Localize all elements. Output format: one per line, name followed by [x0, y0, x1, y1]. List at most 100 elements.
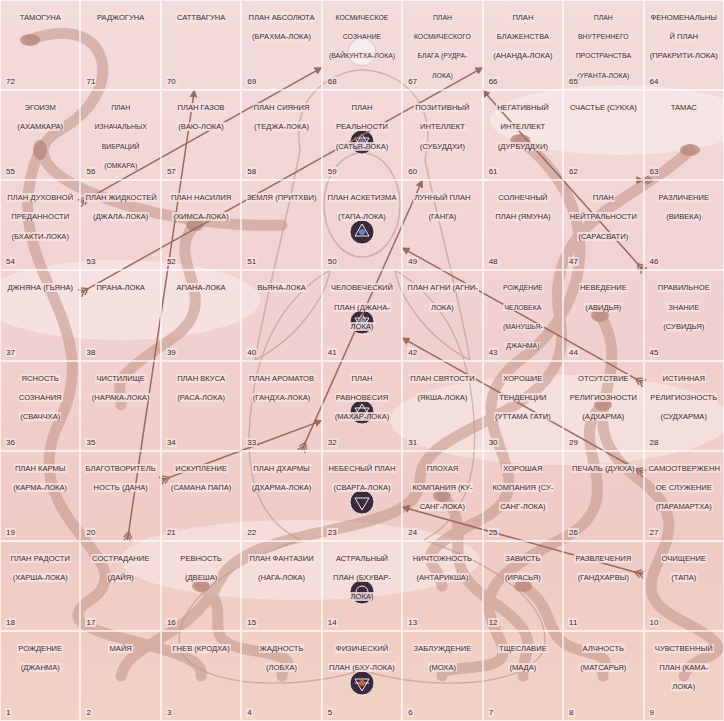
- board-cell: ПЛАН ДУХОВНОЙ ПРЕДАННОСТИ (БХАКТИ-ЛОКА)5…: [0, 180, 80, 270]
- board-cell: ПЛОХАЯ КОМПАНИЯ (КУ-САНГ-ЛОКА) 24: [402, 451, 482, 541]
- board-cell: ИСКУПЛЕНИЕ (САМАНА ПАПА)21: [161, 451, 241, 541]
- cell-label-wrap: РОЖДЕНИЕ (ДЖАНМА): [4, 636, 76, 674]
- cell-label-wrap: ЭГОИЗМ (АХАМКАРА): [4, 95, 76, 133]
- board-cell: АЛЧНОСТЬ (МАТСАРЬЯ)8: [563, 631, 643, 721]
- board-cell: АПАНА-ЛОКА39: [161, 270, 241, 360]
- cell-number: 40: [246, 348, 257, 357]
- cell-name: ЯСНОСТЬ СОЗНАНИЯ (СВАЧЧХА): [18, 374, 63, 421]
- cell-name: ТЩЕСЛАВИЕ (МАДА): [498, 644, 548, 672]
- cell-name: АЛЧНОСТЬ (МАТСАРЬЯ): [579, 644, 627, 672]
- cell-label-wrap: ПЛАН КАРМЫ (КАРМА-ЛОКА): [4, 456, 76, 494]
- board-cell: ПРАВИЛЬНОЕ ЗНАНИЕ (СУВИДЬЯ)45: [644, 270, 724, 360]
- cell-name: ПЛАН АСКЕТИЗМА (ТАПА-ЛОКА): [326, 193, 397, 221]
- cell-number: 53: [85, 257, 96, 266]
- cell-number: 29: [568, 438, 579, 447]
- cell-name: ЧЕЛОВЕЧЕСКИЙ ПЛАН (ДЖАНА-ЛОКА): [330, 283, 394, 330]
- cell-name: ЛУННЫЙ ПЛАН (ГАНГА): [413, 193, 471, 221]
- cell-number: 68: [327, 77, 338, 86]
- cell-number: 49: [407, 257, 418, 266]
- cell-name: КОСМИЧЕСКОЕ СОЗНАНИЕ (ВАЙКУНТХА-ЛОКА): [328, 14, 396, 59]
- cell-name: ПЕЧАЛЬ (ДУКХА): [571, 464, 636, 473]
- board-cell: ПЕЧАЛЬ (ДУКХА)26: [563, 451, 643, 541]
- cell-number: 25: [488, 528, 499, 537]
- cell-name: СОЛНЕЧНЫЙ ПЛАН (ЯМУНА): [494, 193, 551, 221]
- cell-name: ПЛАН ВНУТРЕННЕГО ПРОСТРАНСТВА (УРАНТА-ЛО…: [575, 14, 632, 79]
- cell-number: 10: [649, 618, 660, 627]
- board-cell: ЯСНОСТЬ СОЗНАНИЯ (СВАЧЧХА) 36: [0, 361, 80, 451]
- cell-name: МАЙЯ: [108, 644, 132, 653]
- board-cell: ТАМОГУНА72: [0, 0, 80, 90]
- cell-number: 60: [407, 167, 418, 176]
- cell-number: 20: [85, 528, 96, 537]
- cell-name: ПЛАН АГНИ (АГНИ-ЛОКА): [406, 283, 479, 311]
- cell-number: 27: [649, 528, 660, 537]
- cell-number: 15: [246, 618, 257, 627]
- cell-name: ПЛАН ГАЗОВ (ВАЮ-ЛОКА): [177, 103, 226, 131]
- board-cell: ПЛАН ДХАРМЫ (ДХАРМА-ЛОКА)22: [241, 451, 321, 541]
- cell-label-wrap: ФИЗИЧЕСКИЙ ПЛАН (БХУ-ЛОКА): [326, 636, 398, 674]
- cell-number: 38: [85, 348, 96, 357]
- board-cell: СОСТРАДАНИЕ (ДАЙЯ)17: [80, 541, 160, 631]
- cell-number: 31: [407, 438, 418, 447]
- cell-label-wrap: ПЛАН АРОМАТОВ (ГАНДХА-ЛОКА): [245, 366, 317, 404]
- board-cell: ЗАВИСТЬ (ИРАСЬЯ)12: [483, 541, 563, 631]
- board-cell: ПЛАН НАСИЛИЯ (ХИМСА-ЛОКА)52: [161, 180, 241, 270]
- board-cell: САТТВАГУНА70: [161, 0, 241, 90]
- cell-label-wrap: ЛУННЫЙ ПЛАН (ГАНГА): [406, 185, 478, 223]
- board-cell: ПЛАН ВНУТРЕННЕГО ПРОСТРАНСТВА (УРАНТА-ЛО…: [563, 0, 643, 90]
- cell-name: САМООТВЕРЖЕННОЕ СЛУЖЕНИЕ (ПАРАМАРТХА): [648, 464, 721, 511]
- cell-number: 51: [246, 257, 257, 266]
- board-cell: ФИЗИЧЕСКИЙ ПЛАН (БХУ-ЛОКА)5: [322, 631, 402, 721]
- cell-label-wrap: НЕГАТИВНЫЙ ИНТЕЛЛЕКТ (ДУРБУДДХИ): [487, 95, 559, 153]
- cell-number: 65: [568, 77, 579, 86]
- board-cell: ПЛАН АГНИ (АГНИ-ЛОКА)42: [402, 270, 482, 360]
- cell-label-wrap: ПРАНА-ЛОКА: [84, 275, 156, 294]
- board-cell: ПЛАН АБСОЛЮТА (БРАХМА-ЛОКА)69: [241, 0, 321, 90]
- cell-name: ПЛОХАЯ КОМПАНИЯ (КУ-САНГ-ЛОКА): [411, 464, 473, 511]
- board-cell: ЖАДНОСТЬ (ЛОБХА)4: [241, 631, 321, 721]
- board-cell: АСТРАЛЬНЫЙ ПЛАН (БХУВАР-ЛОКА)14: [322, 541, 402, 631]
- board-cell: ХОРОШАЯ КОМПАНИЯ (СУ-САНГ-ЛОКА)25: [483, 451, 563, 541]
- cell-number: 44: [568, 348, 579, 357]
- cell-label-wrap: ПЛАН НАСИЛИЯ (ХИМСА-ЛОКА): [165, 185, 237, 223]
- snake-body: [121, 150, 690, 676]
- board-cell: ПОЗИТИВНЫЙ ИНТЕЛЛЕКТ (СУБУДДХИ) 60: [402, 90, 482, 180]
- cell-name: ПЛАН ВКУСА (РАСА-ЛОКА): [176, 374, 226, 402]
- cell-name: ТАМАС: [670, 103, 698, 112]
- cell-label-wrap: ФЕНОМЕНАЛЬНЫЙ ПЛАН (ПРАКРИТИ-ЛОКА): [648, 5, 720, 63]
- cell-number: 59: [327, 167, 338, 176]
- board-cell: ПЛАН АСКЕТИЗМА (ТАПА-ЛОКА)50: [322, 180, 402, 270]
- cell-label-wrap: ЧЕЛОВЕЧЕСКИЙ ПЛАН (ДЖАНА-ЛОКА): [326, 275, 398, 333]
- cell-number: 24: [407, 528, 418, 537]
- cell-label-wrap: АСТРАЛЬНЫЙ ПЛАН (БХУВАР-ЛОКА): [326, 546, 398, 604]
- ladder-arrow: [402, 248, 643, 383]
- board-cell: ГНЕВ (КРОДХА)3: [161, 631, 241, 721]
- cell-label-wrap: РЕВНОСТЬ (ДВЕША): [165, 546, 237, 584]
- cell-number: 22: [246, 528, 257, 537]
- cell-label-wrap: ЧИСТИЛИЩЕ (НАРАКА-ЛОКА): [84, 366, 156, 404]
- cell-name: ПЛАН ДУХОВНОЙ ПРЕДАННОСТИ (БХАКТИ-ЛОКА): [6, 193, 74, 240]
- cell-label-wrap: ДЖНЯНА (ГЬЯНА): [4, 275, 76, 294]
- cell-name: ГНЕВ (КРОДХА): [171, 644, 230, 653]
- cell-label-wrap: ПЛАН ЖИДКОСТЕЙ (ДЖАЛА-ЛОКА): [84, 185, 156, 223]
- cell-label-wrap: ПЛАН ФАНТАЗИИ (НАГА-ЛОКА): [245, 546, 317, 584]
- cell-name: ПРАНА-ЛОКА: [95, 283, 146, 292]
- cell-label-wrap: ОТСУТСТВИЕ РЕЛИГИОЗНОСТИ (АДХАРМА): [567, 366, 639, 424]
- chakra-pattern: [355, 224, 369, 236]
- cell-label-wrap: ПЛАН СВЯТОСТИ (ЯКША-ЛОКА): [406, 366, 478, 404]
- cell-name: ЗАВИСТЬ (ИРАСЬЯ): [504, 554, 542, 582]
- cell-number: 36: [5, 438, 16, 447]
- cell-name: ХОРОШИЕ ТЕНДЕНЦИИ (УТТАМА ГАТИ): [494, 374, 552, 421]
- board-cell: ПЛАН ЖИДКОСТЕЙ (ДЖАЛА-ЛОКА) 53: [80, 180, 160, 270]
- snake-head: [680, 144, 700, 156]
- cell-label-wrap: ПЛАН КОСМИЧЕСКОГО БЛАГА (РУДРА-ЛОКА): [406, 5, 478, 82]
- cell-label-wrap: ОЧИЩЕНИЕ (ТАПА): [648, 546, 720, 584]
- board-cell: ПЛАН ГАЗОВ (ВАЮ-ЛОКА)57: [161, 90, 241, 180]
- ladder-arrow: [402, 338, 643, 473]
- cell-name: СЧАСТЬЕ (СУКХА): [569, 103, 638, 112]
- chakra-pattern: [355, 498, 369, 510]
- ladder-arrows: [80, 68, 643, 575]
- cell-number: 48: [488, 257, 499, 266]
- cell-name: ПОЗИТИВНЫЙ ИНТЕЛЛЕКТ (СУБУДДХИ): [414, 103, 470, 150]
